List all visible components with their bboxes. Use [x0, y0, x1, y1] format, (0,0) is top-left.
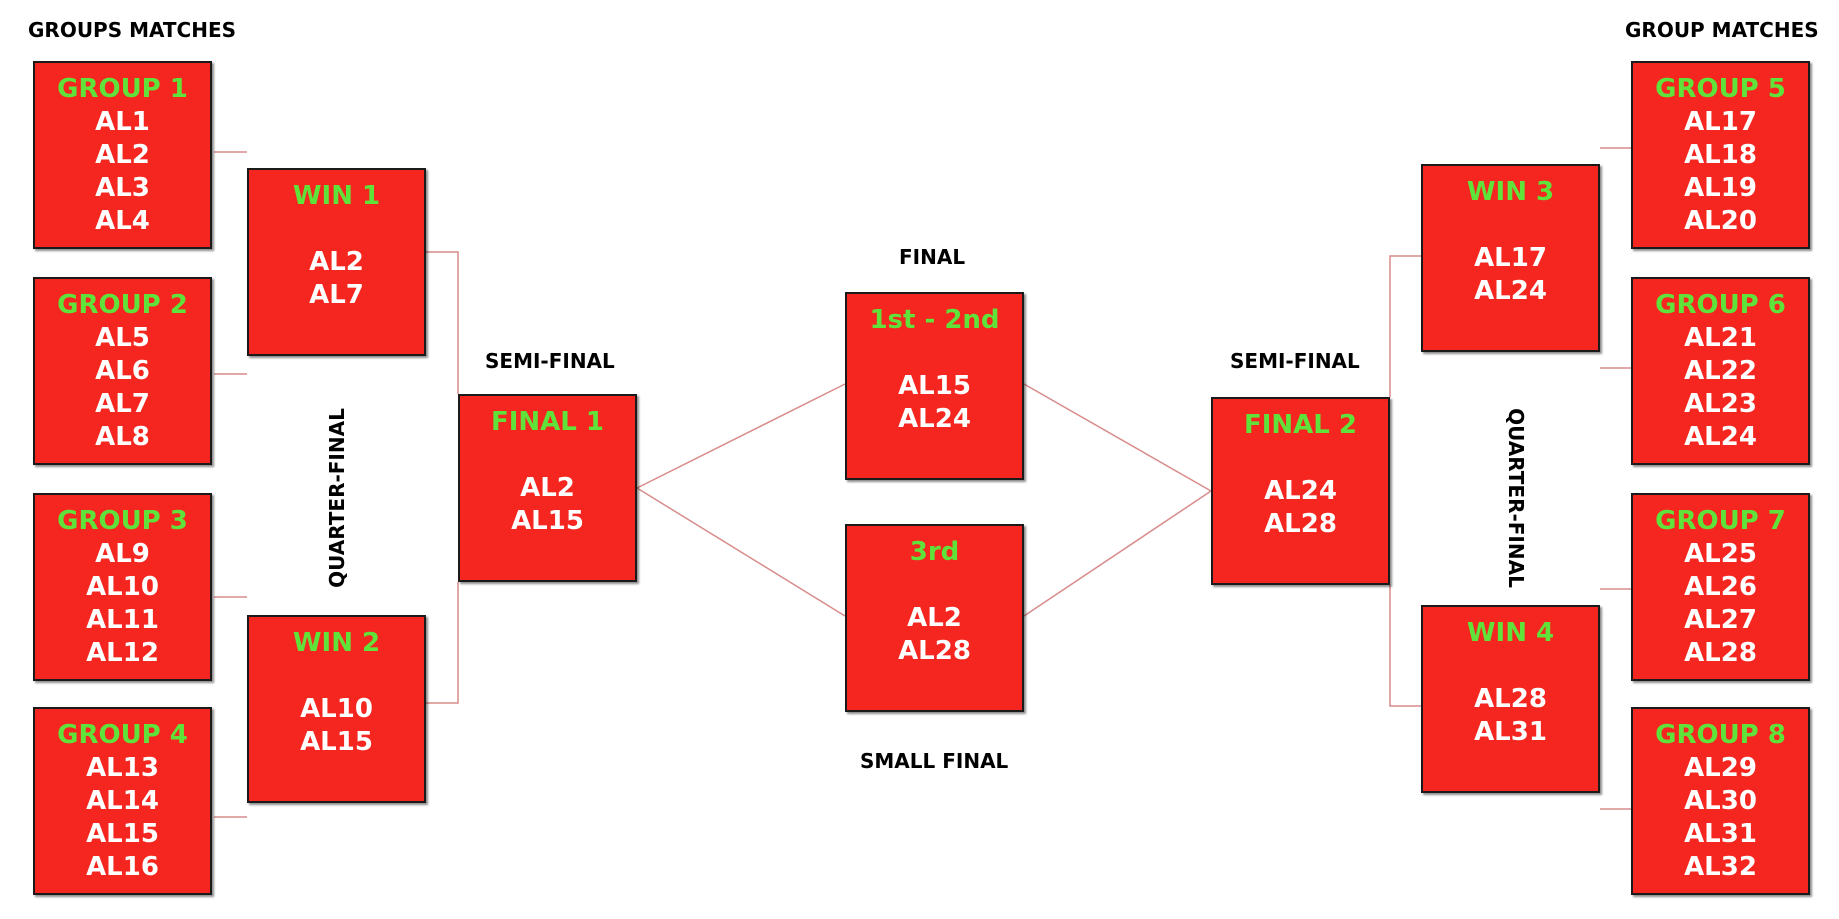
connector-final1-top	[636, 383, 846, 489]
team-entry: AL32	[1684, 852, 1757, 882]
team-entry: AL31	[1474, 717, 1547, 747]
team-entry: AL7	[309, 280, 364, 310]
team-entry: AL16	[86, 852, 159, 882]
group-title: GROUP 1	[57, 74, 188, 104]
team-entry: AL20	[1684, 206, 1757, 236]
team-entry: AL11	[86, 605, 159, 635]
group-2-box: GROUP 2 AL5 AL6 AL7 AL8	[33, 277, 212, 465]
connector-final1-bottom	[636, 487, 846, 617]
team-entry: AL2	[95, 140, 150, 170]
team-entry: AL14	[86, 786, 159, 816]
final-1-box: FINAL 1 AL2 AL15	[458, 394, 637, 582]
team-entry: AL15	[898, 371, 971, 401]
connector-top-final2	[1023, 383, 1212, 492]
team-entry: AL3	[95, 173, 150, 203]
third-place-box: 3rd AL2 AL28	[845, 524, 1024, 712]
group-1-box: GROUP 1 AL1 AL2 AL3 AL4	[33, 61, 212, 249]
team-entry: AL10	[86, 572, 159, 602]
team-entry: AL28	[898, 636, 971, 666]
team-entry: AL26	[1684, 572, 1757, 602]
team-entry: AL28	[1474, 684, 1547, 714]
team-entry: AL5	[95, 323, 150, 353]
team-entry: AL29	[1684, 753, 1757, 783]
group-title: GROUP 6	[1655, 290, 1786, 320]
team-entry: AL2	[309, 247, 364, 277]
group-title: GROUP 8	[1655, 720, 1786, 750]
match-title: FINAL 1	[490, 407, 605, 437]
group-6-box: GROUP 6 AL21 AL22 AL23 AL24	[1631, 277, 1810, 465]
quarter-final-right-label: QUARTER-FINAL	[1504, 408, 1528, 588]
team-entry: AL21	[1684, 323, 1757, 353]
team-entry: AL17	[1684, 107, 1757, 137]
group-4-box: GROUP 4 AL13 AL14 AL15 AL16	[33, 707, 212, 895]
team-entry: AL18	[1684, 140, 1757, 170]
match-title: WIN 4	[1466, 618, 1555, 648]
group-3-box: GROUP 3 AL9 AL10 AL11 AL12	[33, 493, 212, 681]
team-entry: AL24	[1684, 422, 1757, 452]
team-entry: AL24	[1264, 476, 1337, 506]
win-1-box: WIN 1 AL2 AL7	[247, 168, 426, 356]
team-entry: AL1	[95, 107, 150, 137]
team-entry: AL22	[1684, 356, 1757, 386]
quarter-final-left-label: QUARTER-FINAL	[325, 408, 349, 588]
group-title: GROUP 2	[57, 290, 188, 320]
team-entry: AL24	[898, 404, 971, 434]
group-title: GROUP 7	[1655, 506, 1786, 536]
group-8-box: GROUP 8 AL29 AL30 AL31 AL32	[1631, 707, 1810, 895]
team-entry: AL15	[511, 506, 584, 536]
match-title: WIN 3	[1466, 177, 1555, 207]
team-entry: AL4	[95, 206, 150, 236]
group-title: GROUP 3	[57, 506, 188, 536]
group-5-box: GROUP 5 AL17 AL18 AL19 AL20	[1631, 61, 1810, 249]
match-title: 3rd	[909, 537, 960, 567]
match-title: FINAL 2	[1243, 410, 1358, 440]
team-entry: AL31	[1684, 819, 1757, 849]
team-entry: AL8	[95, 422, 150, 452]
left-group-matches-label: GROUPS MATCHES	[28, 18, 237, 42]
team-entry: AL10	[300, 694, 373, 724]
final-2-box: FINAL 2 AL24 AL28	[1211, 397, 1390, 585]
team-entry: AL9	[95, 539, 150, 569]
first-second-box: 1st - 2nd AL15 AL24	[845, 292, 1024, 480]
team-entry: AL25	[1684, 539, 1757, 569]
match-title: WIN 2	[292, 628, 381, 658]
team-entry: AL28	[1684, 638, 1757, 668]
group-7-box: GROUP 7 AL25 AL26 AL27 AL28	[1631, 493, 1810, 681]
right-group-matches-label: GROUP MATCHES	[1625, 18, 1819, 42]
group-title: GROUP 4	[57, 720, 188, 750]
win-2-box: WIN 2 AL10 AL15	[247, 615, 426, 803]
team-entry: AL2	[520, 473, 575, 503]
team-entry: AL19	[1684, 173, 1757, 203]
connector-win1-final1	[426, 251, 459, 394]
team-entry: AL15	[300, 727, 373, 757]
connector-win2-final1	[426, 582, 459, 704]
semi-final-left-label: SEMI-FINAL	[485, 349, 615, 373]
connector-win3-final2	[1389, 255, 1421, 397]
win-3-box: WIN 3 AL17 AL24	[1421, 164, 1600, 352]
team-entry: AL2	[907, 603, 962, 633]
small-final-label: SMALL FINAL	[860, 749, 1009, 773]
team-entry: AL28	[1264, 509, 1337, 539]
match-title: 1st - 2nd	[869, 305, 1000, 335]
final-label: FINAL	[899, 245, 966, 269]
team-entry: AL6	[95, 356, 150, 386]
team-entry: AL23	[1684, 389, 1757, 419]
team-entry: AL12	[86, 638, 159, 668]
team-entry: AL24	[1474, 276, 1547, 306]
connector-win4-final2	[1389, 585, 1421, 707]
team-entry: AL17	[1474, 243, 1547, 273]
connector-bottom-final2	[1023, 490, 1212, 617]
team-entry: AL30	[1684, 786, 1757, 816]
win-4-box: WIN 4 AL28 AL31	[1421, 605, 1600, 793]
team-entry: AL7	[95, 389, 150, 419]
semi-final-right-label: SEMI-FINAL	[1230, 349, 1360, 373]
team-entry: AL15	[86, 819, 159, 849]
team-entry: AL27	[1684, 605, 1757, 635]
team-entry: AL13	[86, 753, 159, 783]
match-title: WIN 1	[292, 181, 381, 211]
group-title: GROUP 5	[1655, 74, 1786, 104]
